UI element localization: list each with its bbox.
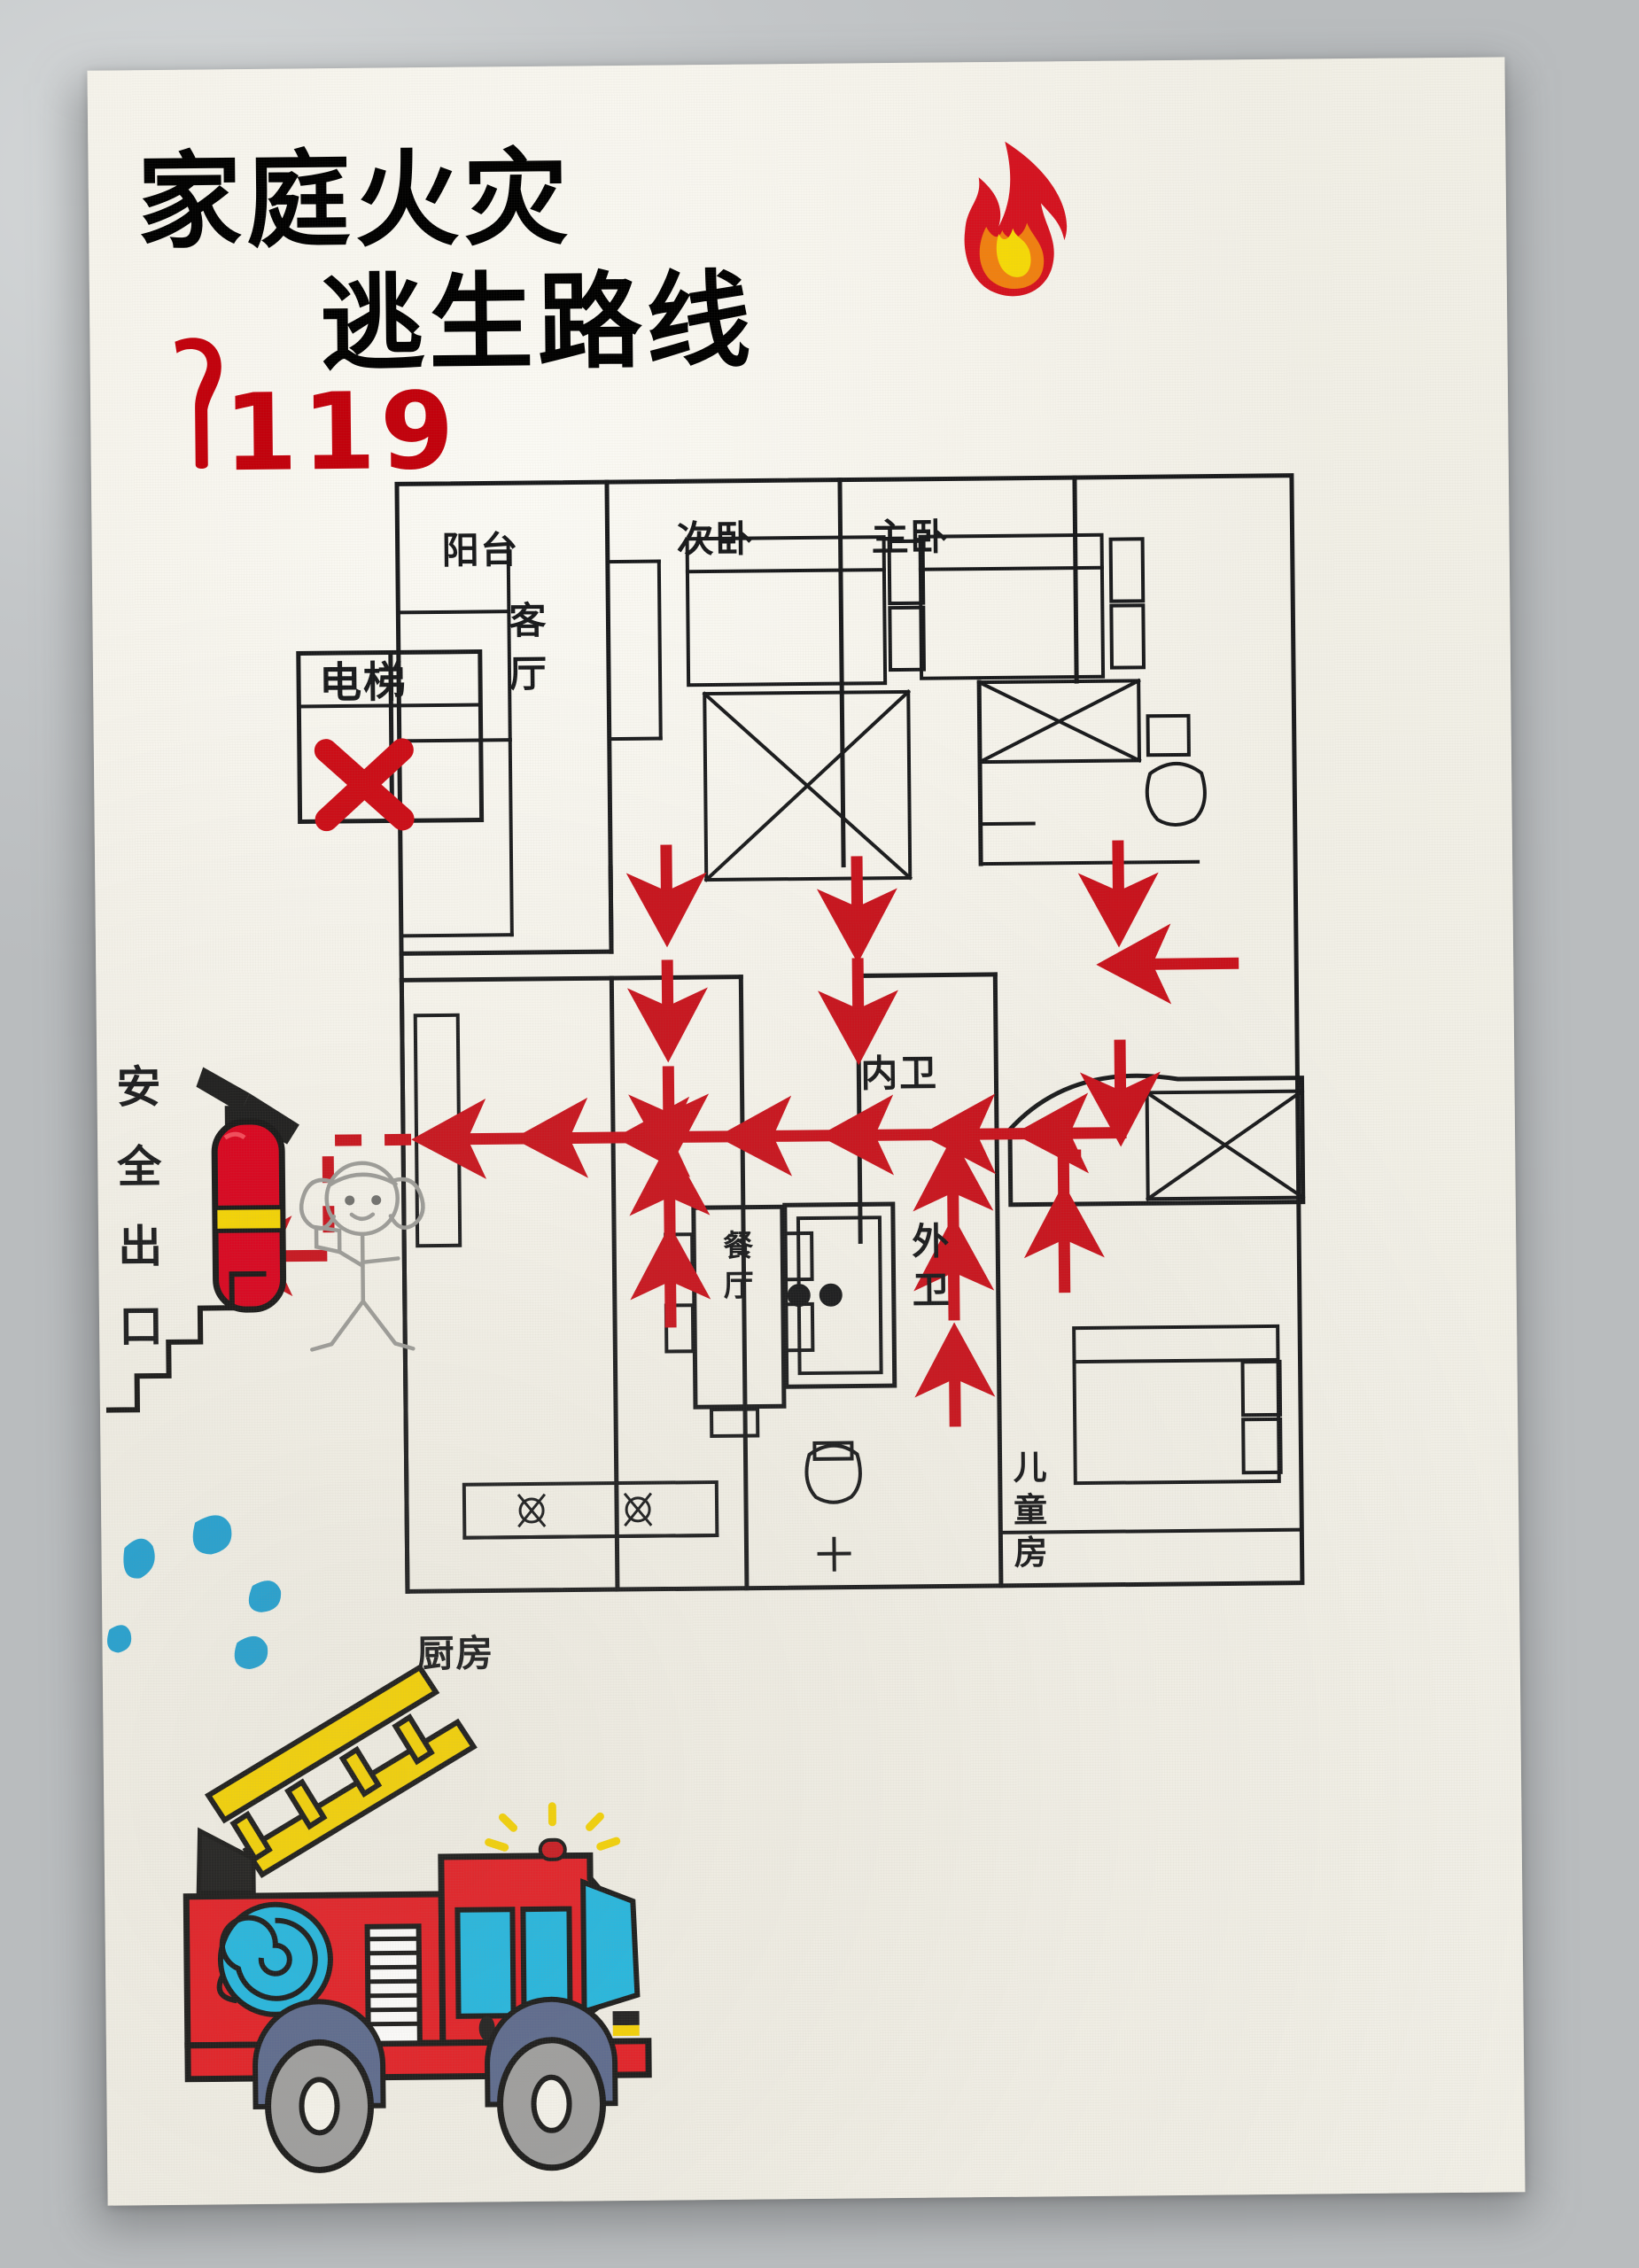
- fire-truck-ladder: [204, 1664, 478, 1878]
- second-bedroom-bed: [685, 535, 888, 687]
- truck-wheel-front: [485, 1996, 618, 2171]
- stairs-icon: [105, 1270, 267, 1413]
- floor-plan-outline: [394, 473, 1305, 1594]
- drawing-paper: 家庭火灾 逃生路线 119: [87, 57, 1526, 2206]
- kitchen-stove: [462, 1480, 719, 1540]
- escape-route-drawing: 家庭火灾 逃生路线 119: [105, 136, 1306, 2173]
- fire-truck-icon: [183, 1664, 652, 2173]
- safe-exit-char2: 全: [116, 1141, 164, 1193]
- truck-window-rear: [454, 1907, 517, 2019]
- escape-route-arrows: [411, 840, 1239, 1427]
- label-kitchen: 厨房: [416, 1631, 494, 1675]
- floor-plan: [296, 473, 1306, 1594]
- phone-handset-icon: [175, 338, 221, 470]
- label-second-bedroom: 次卧: [676, 517, 754, 562]
- living-room-furniture: [702, 689, 913, 882]
- stick-figure-girl-icon: [299, 1161, 425, 1352]
- label-master-bedroom: 主卧: [871, 515, 949, 559]
- master-closet: [976, 678, 1142, 765]
- flame-icon: [964, 141, 1068, 297]
- label-inner-bathroom: 内卫: [860, 1052, 938, 1096]
- truck-beacon-icon: [485, 1802, 621, 1861]
- label-dining-room-char2: 厅: [723, 1269, 755, 1304]
- label-balcony: 阳台: [441, 528, 519, 572]
- label-children-room-char2: 童: [1014, 1490, 1049, 1529]
- page-title: 家庭火灾 逃生路线: [136, 136, 756, 386]
- label-outer-bathroom-char1: 外: [912, 1219, 951, 1262]
- water-drop-icon-group: [107, 1515, 282, 1670]
- safe-exit-char3: 出: [118, 1221, 165, 1272]
- label-children-room-char1: 儿: [1013, 1448, 1048, 1487]
- outer-bathroom-fixtures: [782, 1201, 897, 1572]
- title-line-1: 家庭火灾: [136, 136, 572, 263]
- label-children-room-char3: 房: [1014, 1533, 1049, 1572]
- truck-windshield: [580, 1878, 641, 2016]
- truck-wheel-rear: [252, 1999, 386, 2173]
- title-line-2: 逃生路线: [320, 260, 756, 386]
- master-bedroom-bed: [918, 532, 1106, 680]
- truck-side-grill: [364, 1923, 423, 2047]
- safe-exit-char1: 安: [116, 1061, 163, 1113]
- elevator-forbidden-cross-icon: [314, 738, 415, 832]
- label-elevator: 电梯: [319, 657, 408, 708]
- fire-extinguisher-icon: [196, 1067, 299, 1313]
- fire-hose-icon: [216, 1901, 333, 2017]
- label-living-room-char2: 厅: [509, 652, 548, 695]
- label-dining-room-char1: 餐: [723, 1229, 755, 1264]
- emergency-number: 119: [223, 370, 459, 496]
- emergency-number-group: 119: [175, 338, 459, 496]
- safe-exit-char4: 口: [119, 1301, 166, 1352]
- label-outer-bathroom-char2: 卫: [912, 1268, 951, 1311]
- safe-exit-label: 安 全 出 口: [116, 1061, 166, 1352]
- label-living-room-char1: 客: [509, 599, 548, 642]
